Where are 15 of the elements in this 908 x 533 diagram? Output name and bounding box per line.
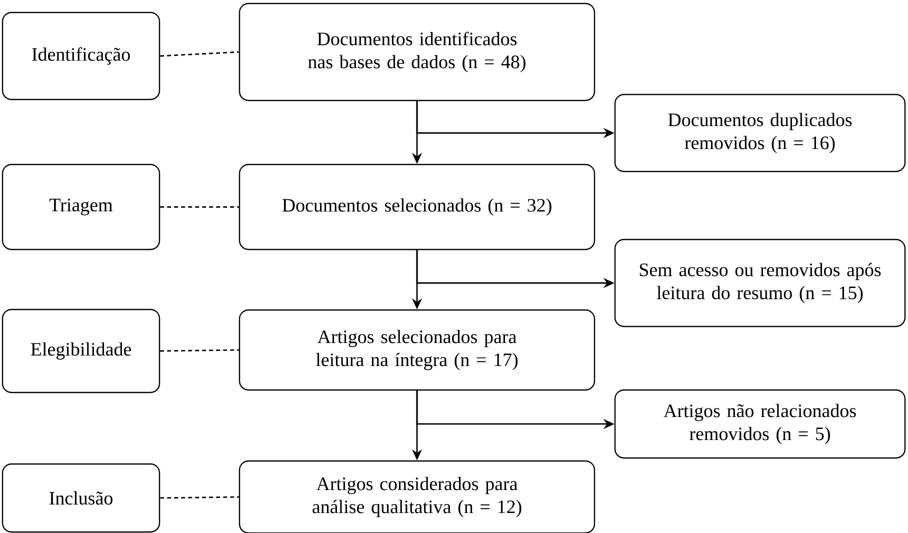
process-box: Artigos selecionados para leitura na íntegra (n = 17) xyxy=(238,309,596,391)
process-box: Sem acesso ou removidos após leitura do resumo (n = 15) xyxy=(614,238,906,328)
stage-box: Triagem xyxy=(2,164,160,250)
process-box: Artigos considerados para análise qualitativa (n = 12) xyxy=(238,460,596,533)
process-box: Documentos identificados nas bases de dados (n = 48) xyxy=(238,2,596,102)
process-box: Documentos selecionados (n = 32) xyxy=(238,164,596,250)
stage-box: Identificação xyxy=(2,12,160,100)
process-box: Artigos não relacionados removidos (n = 5) xyxy=(614,389,906,459)
connector-line xyxy=(160,51,239,57)
stage-box: Elegibilidade xyxy=(2,308,160,394)
stage-box: Inclusão xyxy=(2,463,160,533)
connector-line xyxy=(160,349,239,352)
connector-line xyxy=(160,496,239,499)
process-box: Documentos duplicados removidos (n = 16) xyxy=(614,94,906,172)
connector-line xyxy=(160,206,239,208)
